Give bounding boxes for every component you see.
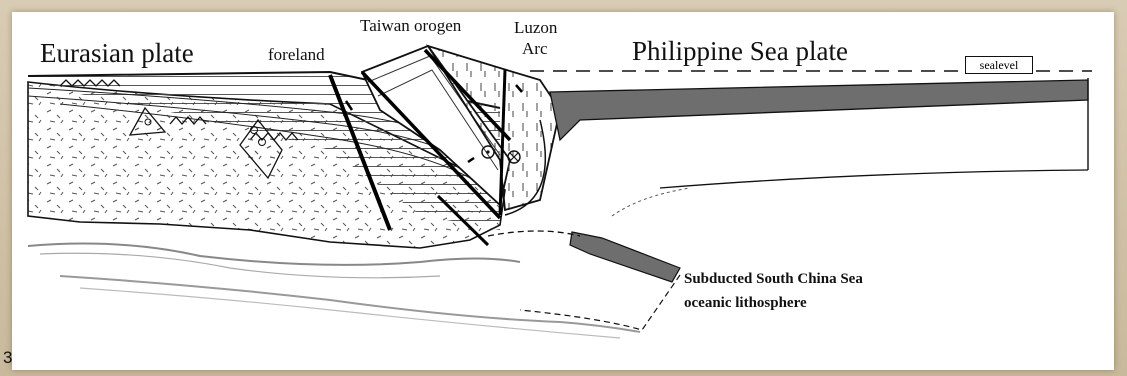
subducted-slab	[570, 232, 680, 282]
subducted-label-line1: Subducted South China Sea	[684, 272, 863, 287]
sea-level-label: sealevel	[965, 56, 1033, 74]
panel-letter: 3	[3, 349, 12, 366]
eurasian-plate-label: Eurasian plate	[40, 40, 194, 67]
foreland-label: foreland	[268, 46, 325, 63]
philippine-sea-plate-label: Philippine Sea plate	[632, 38, 848, 65]
philippine-oceanic-crust	[550, 80, 1088, 140]
luzon-arc-label-line1: Luzon	[514, 19, 557, 36]
luzon-arc-label-line2: Arc	[522, 40, 547, 57]
subducted-label-line2: oceanic lithosphere	[684, 296, 807, 311]
taiwan-orogen-label: Taiwan orogen	[360, 17, 461, 34]
